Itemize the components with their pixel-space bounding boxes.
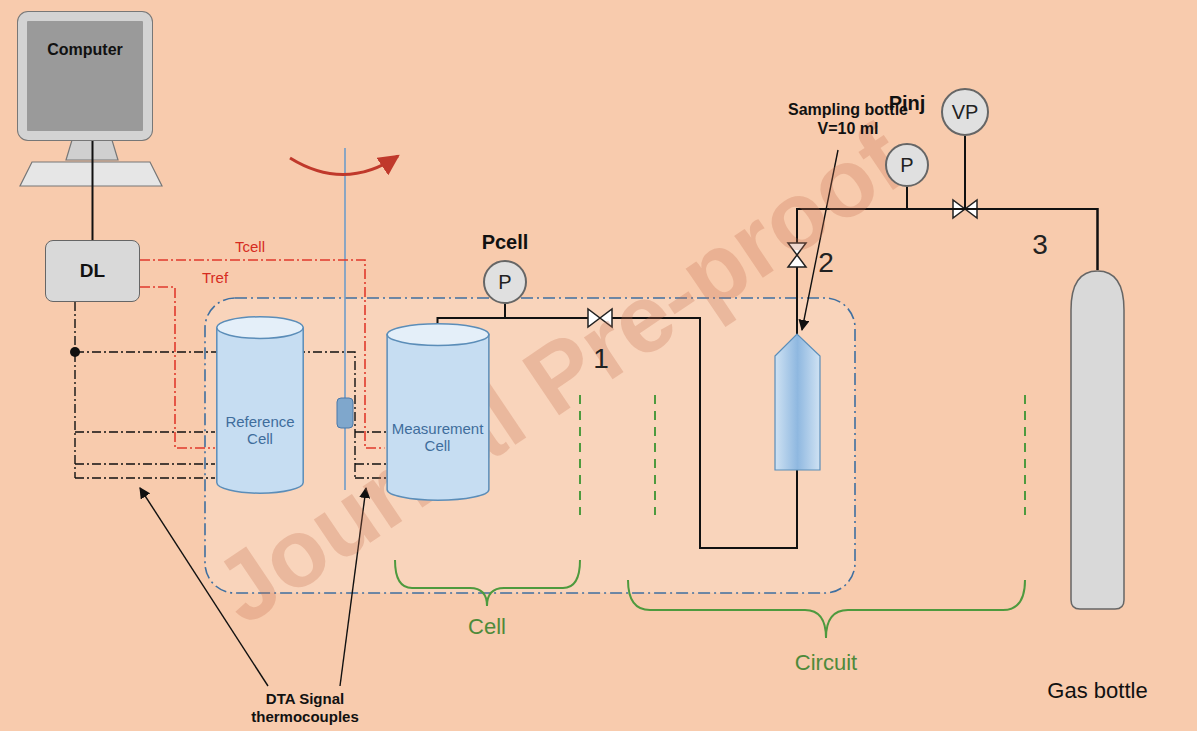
- node-label: Measurement Cell: [391, 420, 485, 455]
- vacuum-pump-gauge: VP: [941, 88, 989, 136]
- cylinder-outline: [215, 315, 305, 495]
- computer-monitor: Computer: [18, 12, 152, 140]
- callout-number: 3: [1032, 228, 1048, 262]
- signal-label: Tcell: [235, 238, 265, 256]
- gauge-heading: Pinj: [889, 92, 926, 115]
- wire: [75, 352, 355, 478]
- circuit-bracket: [628, 580, 1025, 638]
- gas-cylinder-body: [1071, 271, 1124, 609]
- pressure-gauge: PcellP: [483, 260, 527, 304]
- callout-label: DTA Signal thermocouples: [243, 690, 368, 726]
- node-label: Computer: [47, 41, 123, 59]
- gauge-symbol: P: [900, 154, 913, 177]
- gas-cylinder-outline: [1070, 270, 1125, 610]
- gas-bottle: Gas bottle: [1070, 270, 1125, 610]
- connector-line: [907, 187, 1098, 270]
- wire: [75, 463, 215, 464]
- wire: [75, 477, 215, 478]
- cylinder-body: [387, 335, 489, 501]
- data-logger-box: DL: [45, 240, 140, 302]
- wire-junction: [70, 347, 80, 357]
- stirrer-paddle: [337, 398, 353, 428]
- gauge-symbol: VP: [952, 101, 979, 124]
- node-label: DL: [80, 260, 105, 282]
- section-label: Circuit: [795, 650, 857, 676]
- wire: [75, 431, 215, 432]
- gauge-heading: Pcell: [482, 231, 529, 254]
- cylinder-top: [217, 317, 303, 339]
- section-line: [654, 395, 656, 515]
- reference-cell: Reference Cell: [215, 315, 305, 495]
- cell-bracket: [395, 560, 580, 606]
- cylinder-outline: [385, 322, 491, 502]
- connector-line: [965, 136, 1098, 270]
- section-label: Cell: [468, 614, 506, 640]
- callout-number: 1: [593, 342, 609, 376]
- keyboard: [20, 162, 162, 186]
- section-line: [1024, 395, 1026, 515]
- pressure-gauge: PinjP: [885, 143, 929, 187]
- stirrer-shaft: [344, 148, 346, 490]
- cylinder-body: [217, 328, 303, 494]
- connector-line: [438, 304, 506, 324]
- signal-label: Tref: [202, 269, 228, 287]
- sampling-bottle: [775, 334, 820, 470]
- watermark: Journal Pre-proof: [195, 104, 924, 646]
- node-label: Reference Cell: [221, 413, 299, 448]
- cylinder-top: [387, 324, 489, 346]
- connector-line: [92, 140, 94, 240]
- callout-number: 2: [818, 246, 834, 280]
- gas-bottle-label: Gas bottle: [1047, 678, 1147, 703]
- gauge-symbol: P: [498, 271, 511, 294]
- rotation-arrow: [290, 156, 398, 175]
- measurement-cell: Measurement Cell: [385, 322, 491, 502]
- thermocouple-signal-line: [140, 287, 215, 448]
- wire: [74, 302, 75, 478]
